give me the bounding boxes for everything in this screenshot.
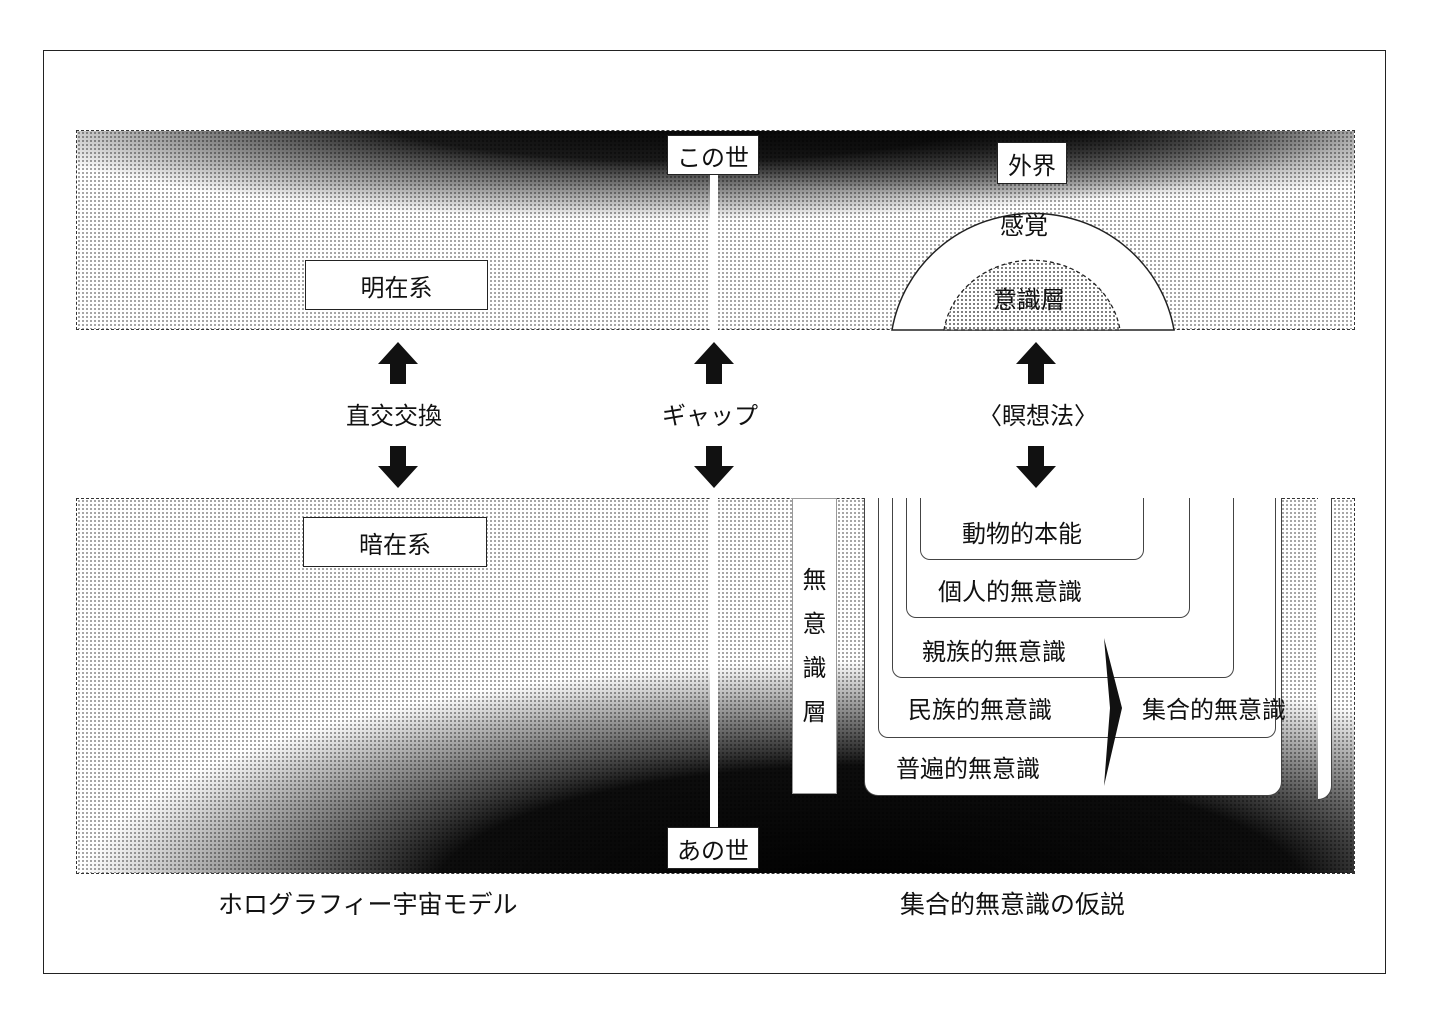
collective-unconscious-label: 集合的無意識 [1142,696,1286,724]
unconscious-layer-box: 無 意 識 層 [792,498,837,794]
collective-brace-icon [1104,638,1122,786]
senses-label: 感覚 [1000,212,1048,240]
kin-unconscious-label: 親族的無意識 [922,638,1066,666]
this-world-label: この世 [677,143,749,172]
arrow-down-icon [378,446,418,488]
consciousness-layer-label: 意識層 [993,286,1065,314]
center-line-top [710,175,718,330]
center-line-bottom [710,498,718,828]
orthogonal-exchange-label: 直交交換 [346,402,442,430]
explicit-order-box: 明在系 [305,260,488,310]
arrow-down-icon [1016,446,1056,488]
arrow-up-icon [378,342,418,384]
consciousness-dome [891,212,1175,331]
personal-unconscious-label: 個人的無意識 [938,578,1082,606]
ethnic-unconscious-label: 民族的無意識 [908,696,1052,724]
arrow-up-icon [694,342,734,384]
layer-outline [1318,498,1332,800]
outer-world-box: 外界 [997,142,1067,184]
gap-label: ギャップ [662,402,758,430]
implicit-order-label: 暗在系 [359,530,431,559]
animal-instinct-layer [920,498,1144,560]
diagram-frame [43,50,1386,974]
unconscious-layer-char: 層 [802,698,827,726]
other-world-box: あの世 [667,827,759,869]
animal-instinct-label: 動物的本能 [962,520,1082,548]
unconscious-layer-char: 識 [802,654,827,682]
this-world-box: この世 [667,135,759,175]
implicit-order-box: 暗在系 [303,517,487,567]
outer-world-label: 外界 [1008,151,1056,180]
arrow-up-icon [1016,342,1056,384]
arrow-down-icon [694,446,734,488]
hologram-universe-caption: ホログラフィー宇宙モデル [218,890,518,919]
other-world-label: あの世 [677,836,749,865]
unconscious-layer-char: 意 [802,610,827,638]
meditation-label: 〈瞑想法〉 [978,402,1098,430]
collective-unconscious-caption: 集合的無意識の仮説 [900,890,1126,919]
universal-unconscious-label: 普遍的無意識 [896,755,1040,783]
unconscious-layer-char: 無 [802,566,827,594]
explicit-order-label: 明在系 [360,273,433,302]
